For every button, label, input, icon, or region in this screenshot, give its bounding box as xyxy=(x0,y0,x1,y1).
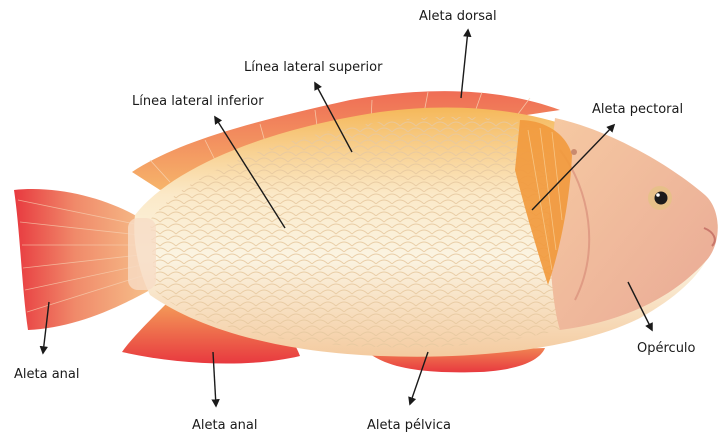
eye-pupil xyxy=(655,192,668,205)
label-aleta-dorsal: Aleta dorsal xyxy=(419,10,497,23)
label-linea-lateral-superior: Línea lateral superior xyxy=(244,61,382,74)
label-linea-lateral-inferior: Línea lateral inferior xyxy=(132,95,264,108)
nostril xyxy=(571,149,577,155)
caudal-peduncle xyxy=(128,218,156,290)
label-aleta-anal: Aleta anal xyxy=(192,419,257,432)
label-operculo: Opérculo xyxy=(637,342,696,355)
eye-highlight xyxy=(656,193,660,197)
arrow-aleta-dorsal xyxy=(461,30,468,98)
label-aleta-anal-tail: Aleta anal xyxy=(14,368,79,381)
label-aleta-pelvica: Aleta pélvica xyxy=(367,419,451,432)
label-aleta-pectoral: Aleta pectoral xyxy=(592,103,683,116)
